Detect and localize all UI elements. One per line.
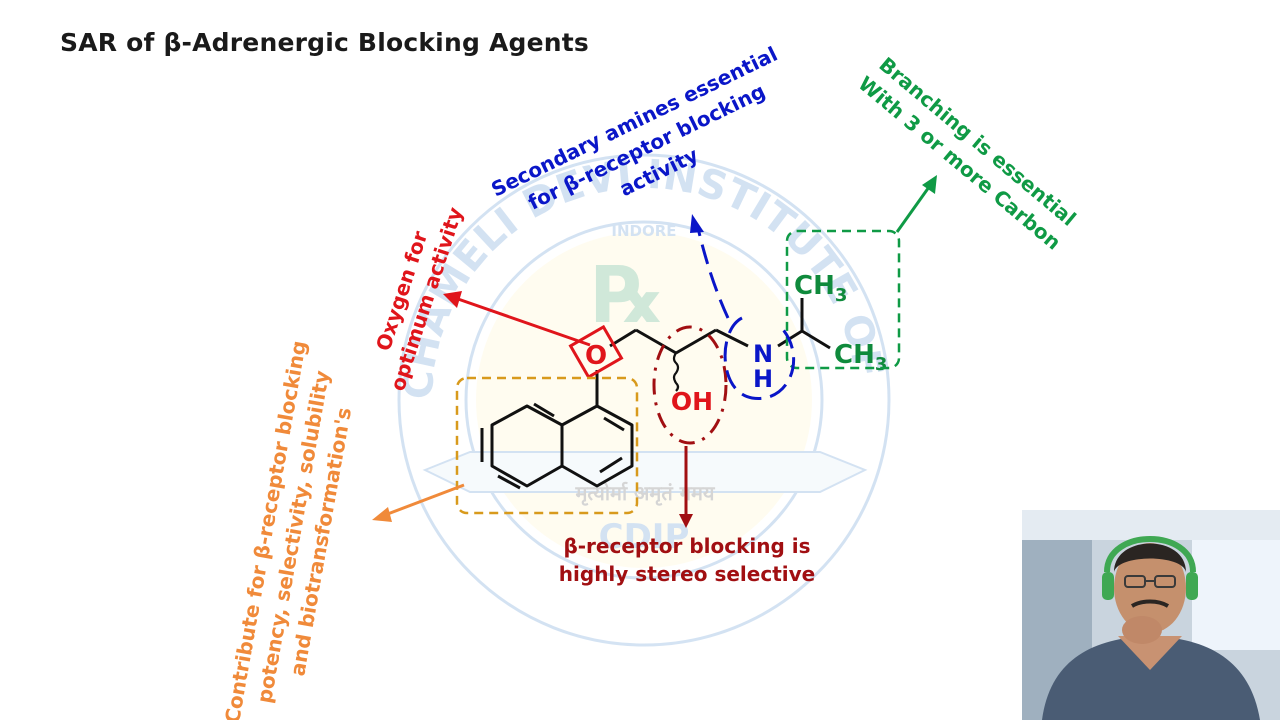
svg-text:With 3 or more Carbon: With 3 or more Carbon [854, 71, 1066, 254]
nitrogen-label: N [753, 340, 773, 368]
naphthalene-ring [480, 402, 634, 490]
watermark-abbr: CDIP [599, 517, 690, 557]
svg-text:highly stereo selective: highly stereo selective [559, 562, 815, 586]
ring-arrowhead [372, 507, 392, 522]
presenter-webcam [1022, 510, 1280, 720]
stereo-annotation: β-receptor blocking is highly stereo sel… [559, 534, 815, 586]
watermark-city: INDORE [611, 222, 676, 240]
hydroxyl-label: OH [671, 387, 713, 416]
oxygen-highlight-box [568, 324, 624, 380]
svg-text:β-receptor blocking is: β-receptor blocking is [563, 534, 810, 558]
side-chain-bonds [595, 298, 831, 406]
amine-highlight-loop [723, 316, 796, 400]
stereo-highlight-ellipse [652, 325, 728, 445]
oxygen-arrowhead [443, 291, 462, 308]
rx-symbol: ℞ [593, 251, 663, 341]
slide-title: SAR of β-Adrenergic Blocking Agents [60, 28, 589, 57]
oxygen-atom-label: O [585, 341, 607, 371]
oxygen-arrow [457, 297, 591, 347]
ring-arrow [384, 483, 465, 517]
amine-arrowhead [690, 214, 704, 233]
svg-text:Branching is essential: Branching is essential [875, 52, 1081, 230]
amine-dashed-pointer [696, 227, 730, 319]
branch-highlight-box [785, 229, 901, 370]
amine-hydrogen-label: H [753, 365, 773, 393]
wavy-stereo-bond [672, 352, 680, 392]
ring-annotation: Contribute for β-receptor blocking poten… [220, 339, 356, 720]
branch-arrow [895, 186, 931, 233]
branching-annotation: Branching is essential With 3 or more Ca… [854, 52, 1081, 254]
methyl-bottom-label: CH3 [834, 340, 887, 375]
ring-highlight-box [455, 376, 639, 515]
stereo-arrowhead [679, 514, 693, 528]
methyl-top-label: CH3 [794, 271, 847, 306]
branch-arrowhead [922, 175, 937, 194]
presenter-video [1022, 510, 1280, 720]
